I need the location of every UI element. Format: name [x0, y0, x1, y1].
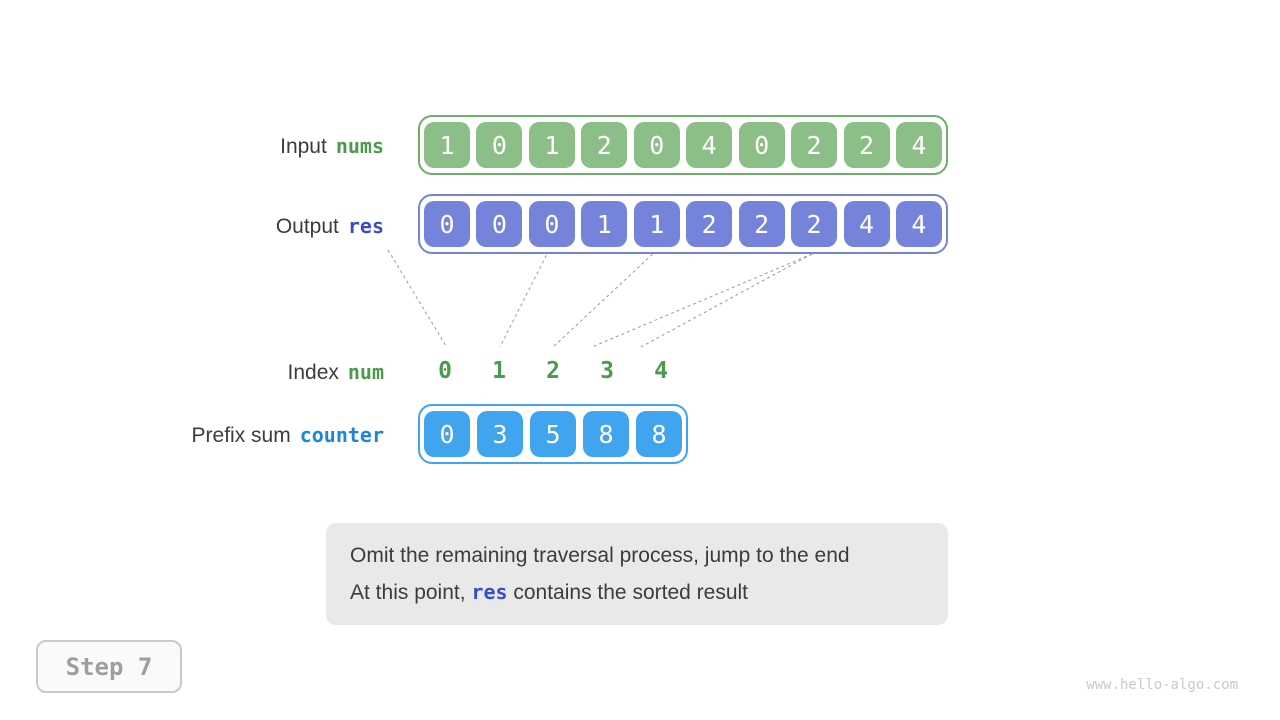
connector-line: [591, 253, 813, 348]
cell: 1: [492, 358, 506, 384]
cell: 0: [633, 122, 680, 168]
cell: 5: [530, 411, 576, 457]
cell: 2: [738, 201, 785, 247]
cell: 0: [424, 201, 470, 247]
res-code-token: res: [471, 580, 508, 604]
output-row-label: Output res: [276, 212, 384, 241]
step-badge: Step 7: [36, 640, 182, 693]
note-line-1: Omit the remaining traversal process, ju…: [350, 544, 850, 567]
cell: 2: [546, 358, 560, 384]
cell: 0: [438, 358, 452, 384]
output-var-name: res: [347, 214, 384, 238]
output-label-text: Output: [275, 215, 339, 238]
watermark: www.hello-algo.com: [1086, 677, 1238, 693]
annotation-note: Omit the remaining traversal process, ju…: [326, 523, 948, 625]
cell: 2: [791, 122, 838, 168]
cell: 4: [686, 122, 733, 168]
cell: 2: [791, 201, 838, 247]
prefix-sum-var-name: counter: [299, 423, 384, 447]
cell: 1: [528, 122, 575, 168]
cell: 4: [895, 201, 942, 247]
index-row-label: Index num: [288, 358, 385, 387]
cell: 1: [424, 122, 470, 168]
connector-line: [552, 249, 658, 348]
input-row-label: Input nums: [280, 132, 384, 161]
connector-line: [387, 249, 447, 347]
cell: 3: [600, 358, 614, 384]
cell: 4: [654, 358, 668, 384]
connector-line: [640, 253, 813, 348]
cell: 8: [636, 411, 682, 457]
cell: 2: [581, 122, 628, 168]
input-var-name: nums: [335, 134, 384, 158]
cell: 2: [843, 122, 890, 168]
cell: 2: [686, 201, 733, 247]
cell: 3: [477, 411, 523, 457]
prefix-sum-label-text: Prefix sum: [191, 424, 291, 447]
cell: 0: [738, 122, 785, 168]
prefix-sum-row-label: Prefix sum counter: [192, 421, 384, 450]
index-label-text: Index: [287, 361, 339, 384]
cell: 0: [528, 201, 575, 247]
cell: 8: [583, 411, 629, 457]
note-line-2: At this point, res contains the sorted r…: [350, 580, 748, 604]
cell: 1: [633, 201, 680, 247]
cell: 4: [895, 122, 942, 168]
index-var-name: num: [347, 360, 384, 384]
cell: 1: [581, 201, 628, 247]
cell: 4: [843, 201, 890, 247]
connector-line: [499, 249, 550, 348]
index-values-row: 0 1 2 3 4: [418, 356, 688, 386]
input-label-text: Input: [280, 135, 327, 158]
cell: 0: [424, 411, 470, 457]
cell: 0: [476, 122, 523, 168]
cell: 0: [476, 201, 523, 247]
